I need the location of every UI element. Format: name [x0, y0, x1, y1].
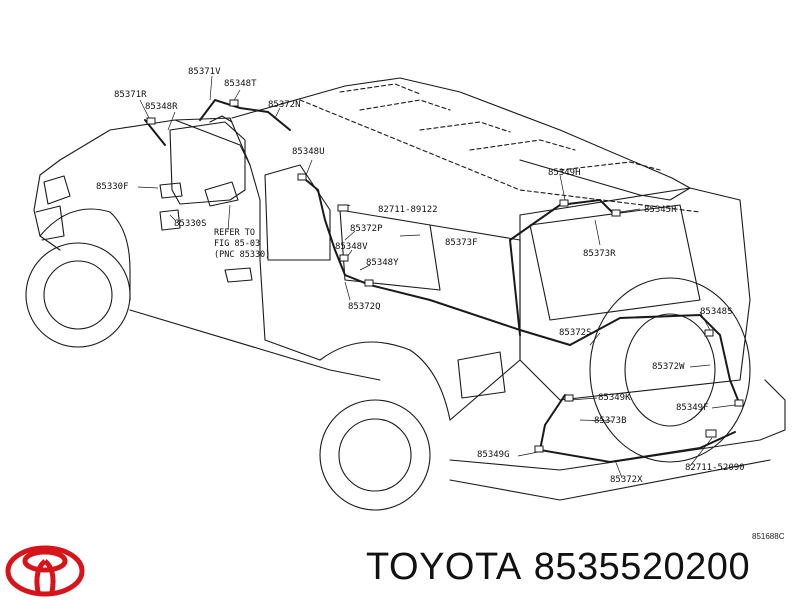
callout-85330s: 85330S	[174, 219, 207, 229]
rear-quarter	[429, 224, 521, 421]
roof-rail-left	[299, 99, 701, 213]
rear-bumper-lower	[449, 459, 771, 501]
callout-85349f: 85349F	[676, 403, 709, 413]
callout-85349h: 85349H	[548, 168, 581, 178]
callout-85373f: 85373F	[445, 238, 478, 248]
roof-rack-rib-3	[419, 121, 511, 133]
spare-tire-outer	[589, 277, 751, 463]
front-grille	[35, 205, 65, 241]
a-pillar	[249, 164, 261, 261]
rear-hatch	[519, 187, 751, 401]
callout-85372s: 85372S	[559, 328, 592, 338]
front-headlight	[43, 175, 71, 205]
door-line	[259, 259, 321, 361]
windshield	[174, 117, 251, 166]
callout-85348u: 85348U	[292, 147, 325, 157]
callout-85349k: 85349K	[598, 393, 631, 403]
front-wheel-inner	[43, 260, 113, 330]
washer-pump-2	[159, 209, 181, 231]
callout-85373r: 85373R	[583, 249, 616, 259]
hood-outline	[59, 119, 251, 166]
roof-rack-rib-4	[469, 139, 576, 151]
washer-tank	[169, 121, 246, 205]
callout-85348r: 85348R	[145, 102, 178, 112]
front-wheel-outer	[25, 242, 131, 348]
refer-note-line-3: (PNC 85330)	[214, 250, 271, 260]
callout-82711-52090: 82711-52090	[685, 463, 745, 473]
callout-85349g: 85349G	[477, 450, 510, 460]
roof-outline	[231, 77, 691, 201]
door-handle	[224, 267, 253, 283]
callout-85372x: 85372X	[610, 475, 643, 485]
rear-taillight	[457, 351, 506, 399]
rear-bumper	[449, 379, 786, 471]
roof-rack-rib-2	[359, 99, 451, 111]
callout-85372p: 85372P	[350, 224, 383, 234]
roof-rack-rib-1	[339, 83, 421, 95]
front-fascia	[33, 159, 61, 251]
refer-note-line-1: REFER TO	[214, 228, 255, 238]
callout-85373b: 85373B	[594, 416, 627, 426]
rear-fender	[319, 341, 451, 421]
rear-window	[529, 204, 701, 321]
hose-rear-hatch	[569, 313, 741, 406]
rear-wheel-inner	[338, 418, 412, 492]
brand-part-line: TOYOTA 8535520200	[366, 546, 750, 589]
callout-85372n: 85372N	[268, 100, 301, 110]
roof-rack-rib-5	[559, 161, 661, 171]
washer-pump	[159, 182, 183, 199]
callout-85345r: 85345R	[644, 205, 677, 215]
front-fender	[39, 208, 131, 301]
rear-wheel-outer	[319, 399, 431, 511]
refer-note-line-2: FIG 85-03	[214, 239, 261, 249]
callout-85348t: 85348T	[224, 79, 257, 89]
callout-85348v: 85348V	[335, 242, 368, 252]
callout-85348y: 85348Y	[366, 258, 399, 268]
callout-85330f: 85330F	[96, 182, 129, 192]
callout-85371r: 85371R	[114, 90, 147, 100]
callout-85371v: 85371V	[188, 67, 221, 77]
part-number: 8535520200	[533, 546, 751, 588]
washer-tank-cap	[209, 115, 233, 123]
brand-name: TOYOTA	[366, 546, 522, 588]
figure-code: 851688C	[752, 532, 785, 541]
toyota-logo-icon	[5, 545, 85, 597]
callout-85348s: 85348S	[700, 307, 733, 317]
spare-tire-inner	[624, 313, 716, 427]
hose-front-down	[299, 174, 571, 346]
callout-82711-89122: 82711-89122	[378, 205, 438, 215]
callout-85372q: 85372Q	[348, 302, 381, 312]
rocker-panel	[129, 309, 381, 381]
side-mirror	[204, 181, 239, 207]
callout-85372w: 85372W	[652, 362, 685, 372]
